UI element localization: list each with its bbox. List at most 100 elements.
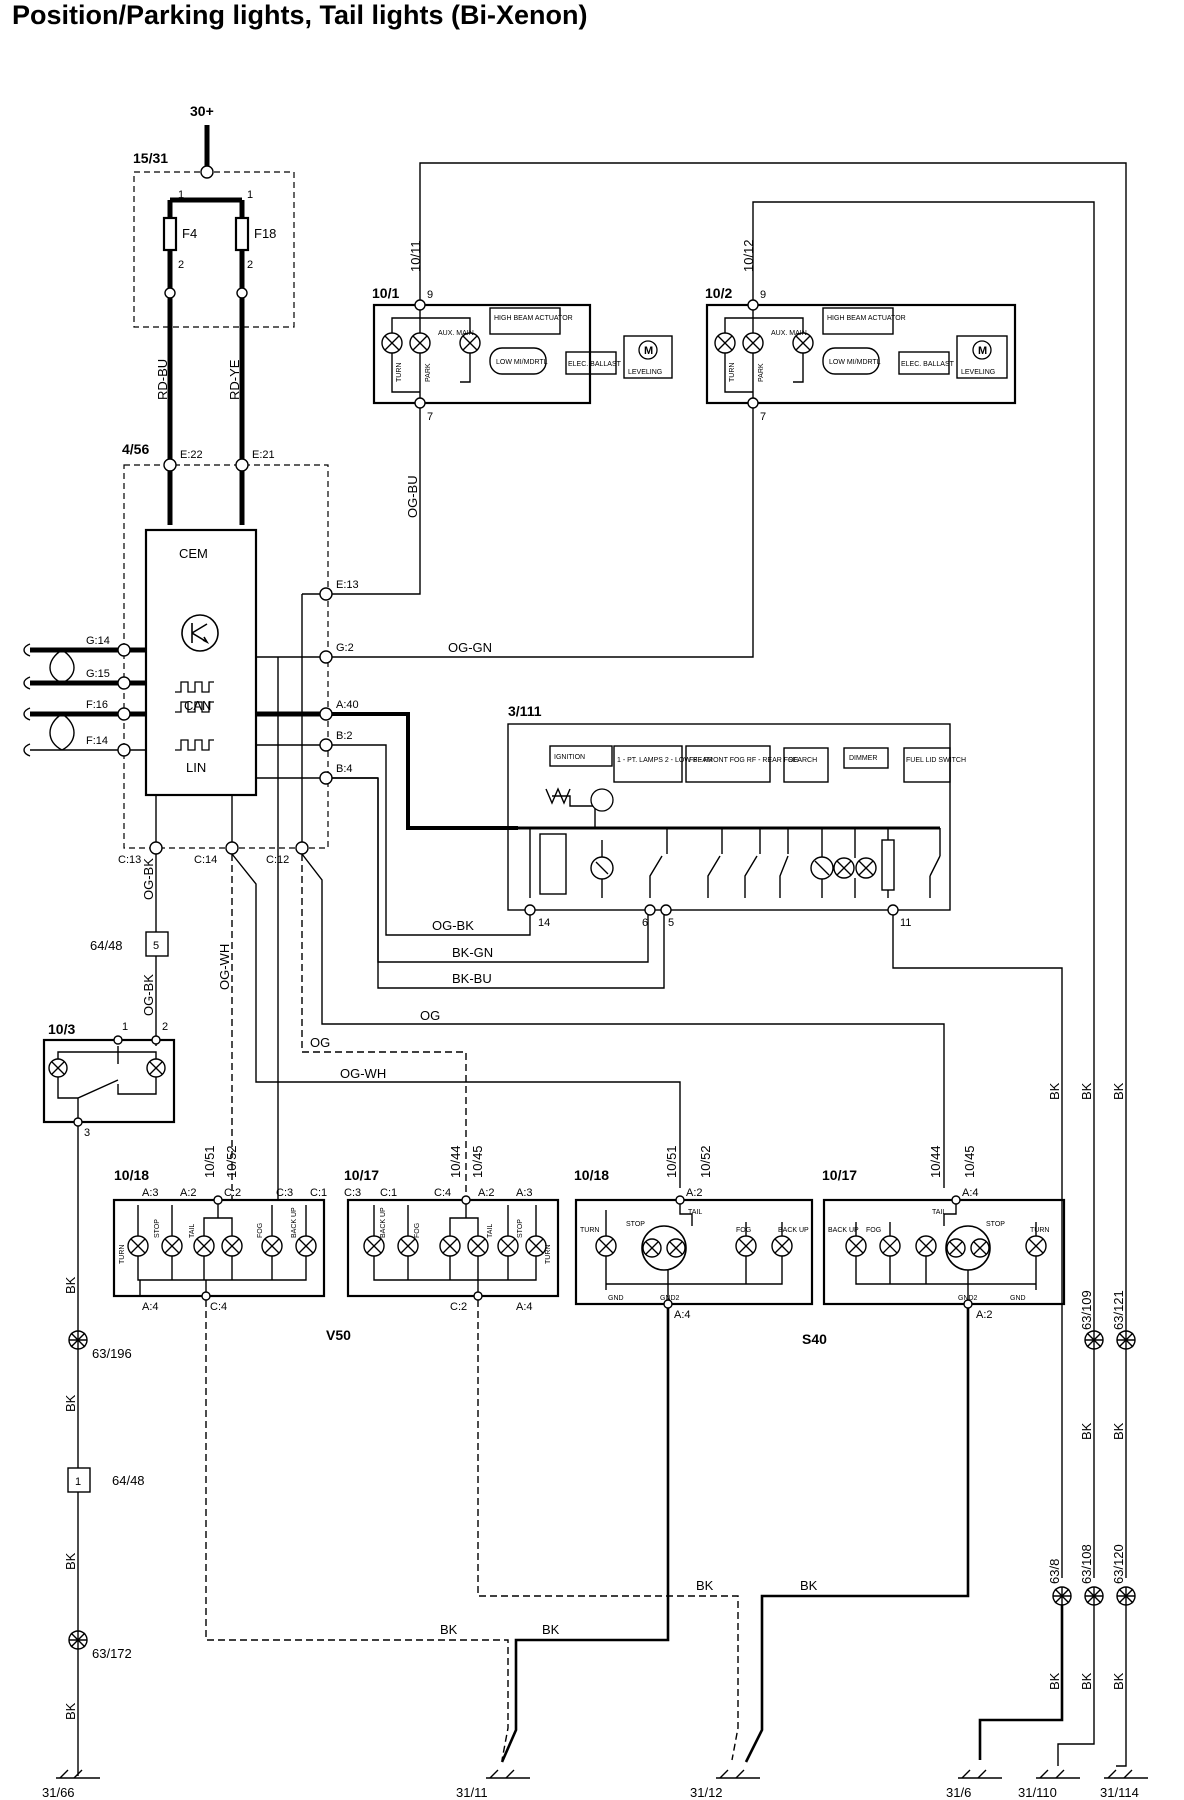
cem-pin: F:16 xyxy=(86,699,108,711)
tail-lamp-pin: A:2 xyxy=(976,1309,993,1321)
cem-pin: E:22 xyxy=(180,449,203,461)
light-switch-module: 3/111 IGNITION 1 - PT. LAMPS 2 - LOW BEA… xyxy=(507,703,966,929)
wire-label: BK xyxy=(63,1702,78,1720)
switch-tab: SEARCH xyxy=(788,757,817,764)
lamp-label: TURN xyxy=(1030,1227,1049,1234)
wire-label: BK xyxy=(63,1276,78,1294)
lamp-label: GND xyxy=(1010,1295,1026,1302)
wire-label: BK xyxy=(1079,1422,1094,1440)
headlamp-left: 10/1 10/11 9 7 TURN PARK AUX. MAIN HIGH … xyxy=(372,240,673,423)
lamp-label: TURN xyxy=(580,1227,599,1234)
tail-lamp-pin: C:4 xyxy=(434,1187,451,1199)
lamp-label: TAIL xyxy=(189,1224,196,1238)
wire-label: OG-BK xyxy=(141,974,156,1016)
headlamp-id: 10/1 xyxy=(372,285,399,301)
connector-pin: 1 xyxy=(75,1476,81,1488)
headlamp-pin: 7 xyxy=(427,411,433,423)
wire-label: BK xyxy=(800,1578,818,1593)
wire-label: OG-BK xyxy=(141,858,156,900)
wire-label: BK xyxy=(63,1394,78,1412)
lamp-label: FOG xyxy=(866,1227,881,1234)
wire-label: OG-GN xyxy=(448,640,492,655)
cem-pin: E:21 xyxy=(252,449,275,461)
svg-text:M: M xyxy=(644,345,653,357)
tail-lamp-pin: A:2 xyxy=(686,1187,703,1199)
tail-lamp-pin: A:4 xyxy=(674,1309,691,1321)
can-label: CAN xyxy=(184,698,211,713)
lamp-label: FOG xyxy=(736,1227,751,1234)
cem-label: CEM xyxy=(179,546,208,561)
switch-tab: FUEL LID SWITCH xyxy=(906,757,966,764)
fuse-f18 xyxy=(234,216,250,252)
lamp-label: LOW MI/MDRTL xyxy=(496,359,548,366)
wire-label: BK xyxy=(440,1622,458,1637)
lamp-label: AUX. MAIN xyxy=(438,330,474,337)
svg-text:M: M xyxy=(978,345,987,357)
wire-label: OG xyxy=(310,1035,330,1050)
cem-id: 4/56 xyxy=(122,441,149,457)
lamp-label: TAIL xyxy=(487,1224,494,1238)
tail-lamp-pin: A:4 xyxy=(142,1301,159,1313)
relay-id: 10/3 xyxy=(48,1021,75,1037)
lamp-label: GND2 xyxy=(660,1295,680,1302)
wire-label: BK xyxy=(696,1578,714,1593)
ground-returns: BK BK BK BK 31/11 31/12 BK BK BK 63/109 … xyxy=(205,1082,1148,1800)
module-id: 3/111 xyxy=(508,703,542,719)
tail-feed-wires: OG-WH OG-WH OG OG xyxy=(217,842,945,1200)
lamp-label: ELEC. BALLAST xyxy=(901,361,955,368)
wire-label: RD-YE xyxy=(227,359,242,400)
ground-point: 31/110 xyxy=(1018,1785,1057,1800)
connector-id: 64/48 xyxy=(112,1473,145,1488)
module-pin: 5 xyxy=(668,917,674,929)
connector-id: 64/48 xyxy=(90,938,123,953)
lamp-label: STOP xyxy=(986,1221,1005,1228)
ground-label: 63/120 xyxy=(1111,1544,1126,1584)
tail-lamp-id: 10/17 xyxy=(344,1167,379,1183)
fuse-label: F4 xyxy=(182,226,197,241)
fuse-pin: 2 xyxy=(247,259,253,271)
ground-point: 31/6 xyxy=(946,1785,971,1800)
module-pin: 6 xyxy=(642,917,648,929)
tail-lamp-pin: A:3 xyxy=(142,1187,159,1199)
lamp-label: FOG xyxy=(257,1223,264,1238)
tail-lamp-conn: 10/52 xyxy=(224,1145,239,1178)
lamp-label: TURN xyxy=(119,1245,126,1264)
tail-lamp-pin: A:4 xyxy=(962,1187,979,1199)
relay-pin: 2 xyxy=(162,1021,168,1033)
cem-switch-wires: OG-BK BK-GN BK-BU xyxy=(332,712,1063,1578)
lamp-label: FOG xyxy=(414,1223,421,1238)
wire-label: BK xyxy=(1111,1422,1126,1440)
cem-module: 4/56 E:22 E:21 CEM CAN LIN E:13 G:2 A:40… xyxy=(23,441,359,866)
headlamp-conn: 10/11 xyxy=(408,240,423,272)
wire-label: BK xyxy=(1111,1672,1126,1690)
page-title: Position/Parking lights, Tail lights (Bi… xyxy=(12,0,588,30)
lamp-label: TAIL xyxy=(688,1209,702,1216)
tail-lamp-id: 10/17 xyxy=(822,1167,857,1183)
switch-tab: IGNITION xyxy=(554,754,585,761)
lamp-label: HIGH BEAM ACTUATOR xyxy=(494,315,573,322)
fuse-box-id: 15/31 xyxy=(133,150,168,166)
lin-label: LIN xyxy=(186,760,206,775)
supply-label: 30+ xyxy=(190,103,214,119)
cem-pin: C:13 xyxy=(118,854,141,866)
wire-label: RD-BU xyxy=(155,359,170,400)
cem-pin: B:4 xyxy=(336,763,353,775)
ground-label: 63/121 xyxy=(1111,1290,1126,1330)
tail-lamp-pin: C:2 xyxy=(450,1301,467,1313)
tail-lamp-id: 10/18 xyxy=(574,1167,609,1183)
tail-lamp-pin: A:4 xyxy=(516,1301,533,1313)
lamp-label: TAIL xyxy=(932,1209,946,1216)
headlamp-pin: 9 xyxy=(427,289,433,301)
lamp-label: BACK UP xyxy=(380,1207,387,1238)
cem-pin: F:14 xyxy=(86,735,108,747)
wire-label: BK xyxy=(1079,1082,1094,1100)
cem-pin: G:2 xyxy=(336,642,354,654)
headlamp-pin: 9 xyxy=(760,289,766,301)
fuse-pin: 1 xyxy=(178,189,184,201)
tail-lamp-pin: C:1 xyxy=(310,1187,327,1199)
cem-pin: C:14 xyxy=(194,854,217,866)
lamp-label: GND2 xyxy=(958,1295,978,1302)
supply-section: 30+ 15/31 1 1 F4 F18 2 2 RD-BU RD-YE xyxy=(133,103,295,525)
tail-lamp-conn: 10/52 xyxy=(698,1145,713,1178)
